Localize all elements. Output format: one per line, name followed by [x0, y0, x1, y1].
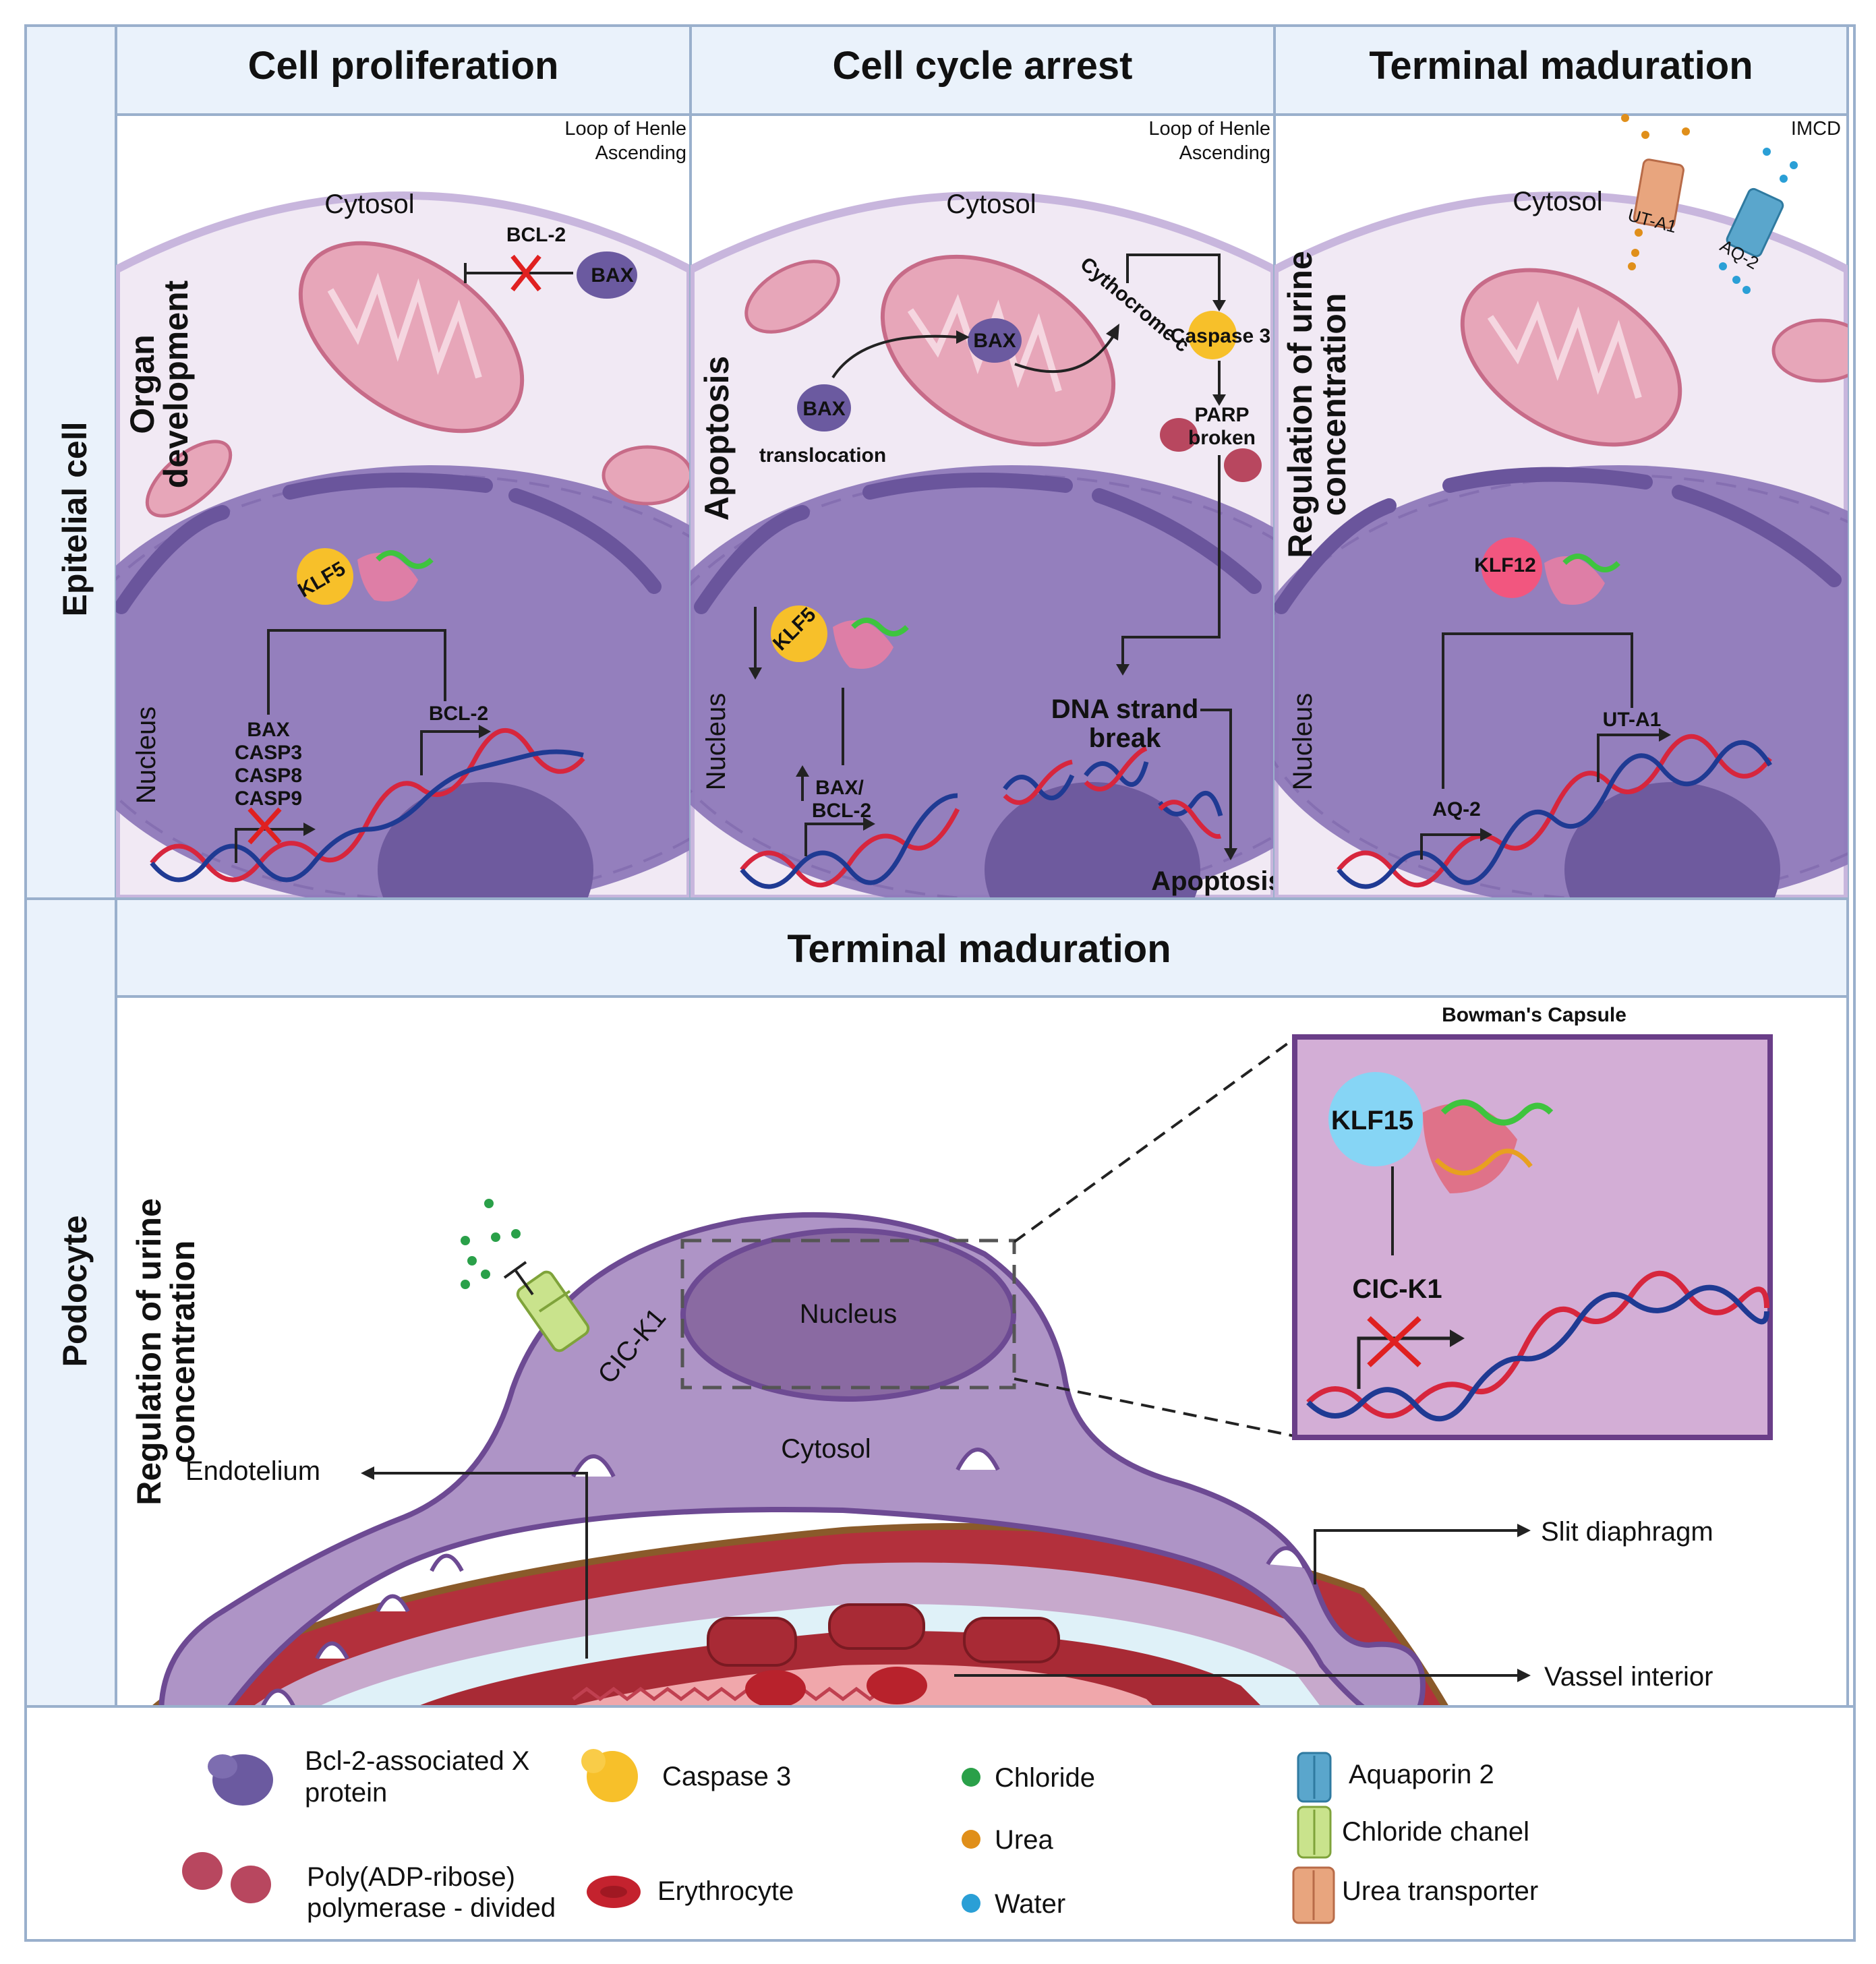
legend-bax-2: protein [305, 1778, 387, 1808]
p2-parp: PARP [1194, 404, 1249, 426]
klf15-label: KLF15 [1331, 1106, 1413, 1135]
legend-parp-icon [182, 1852, 271, 1903]
header-col1-box [115, 24, 692, 116]
p1-region-2: Ascending [595, 142, 686, 164]
p1-bax: BAX [591, 264, 633, 287]
legend-urea-transporter-icon [1292, 1866, 1335, 1924]
legend-urea-transporter: Urea transporter [1342, 1876, 1538, 1906]
legend-aquaporin: Aquaporin 2 [1349, 1760, 1494, 1789]
p2-bax-cyto: BAX [802, 398, 845, 420]
p3-side-1: Regulation of urine [1281, 251, 1319, 558]
legend-urea: Urea [995, 1825, 1053, 1855]
legend-chloride-icon [962, 1768, 980, 1787]
p1-side-2: development [157, 280, 195, 488]
p3-cytosol: Cytosol [1513, 187, 1602, 216]
podocyte-nucleus-label: Nucleus [800, 1299, 898, 1329]
p2-region-2: Ascending [1179, 142, 1270, 164]
legend-chloride-channel: Chloride chanel [1342, 1817, 1529, 1847]
p2-region-1: Loop of Henle [1148, 118, 1270, 140]
legend-chloride-channel-icon [1297, 1806, 1332, 1859]
endotelium-label: Endotelium [185, 1456, 320, 1486]
sidebar [24, 24, 117, 1708]
p1-region-1: Loop of Henle [564, 118, 686, 140]
p1-bcl2-top: BCL-2 [506, 224, 566, 246]
legend-chloride: Chloride [995, 1763, 1095, 1793]
p1-bcl2-gene: BCL-2 [429, 703, 488, 725]
podocyte-nucleus [680, 1228, 1016, 1402]
header-cell-proliferation: Cell proliferation [248, 44, 559, 88]
legend-aquaporin-icon [1297, 1752, 1332, 1803]
podocyte-content [150, 1212, 1449, 1706]
p3-ut-gene: UT-A1 [1603, 709, 1662, 731]
p1-nucleus: Nucleus [131, 707, 161, 804]
p3-aq-gene: AQ-2 [1432, 798, 1481, 821]
legend-bax-icon [208, 1754, 273, 1806]
p2-nucleus: Nucleus [701, 693, 731, 791]
p2-caspase3: Caspase 3 [1171, 325, 1270, 347]
p2-apoptosis: Apoptosis [1151, 866, 1283, 896]
sidebar-podocyte: Podocyte [56, 1215, 94, 1367]
legend-water: Water [995, 1889, 1065, 1919]
inset-gene-label: CIC-K1 [1352, 1274, 1442, 1304]
p3-nucleus: Nucleus [1288, 693, 1318, 791]
legend-caspase: Caspase 3 [662, 1762, 791, 1791]
panel1-content [116, 191, 691, 899]
legend-bax-1: Bcl-2-associated X [305, 1746, 529, 1776]
chloride-dots [461, 1199, 521, 1289]
p3-side-2: concentration [1315, 293, 1353, 516]
header-terminal-maduration: Terminal maduration [1369, 44, 1753, 88]
podo-side-2: concentration [164, 1241, 202, 1464]
sidebar-epithelial: Epitelial cell [56, 421, 94, 616]
chloride-channel-icon [503, 1261, 590, 1352]
slit-diaphragm-label: Slit diaphragm [1541, 1517, 1713, 1547]
legend-parp-2: polymerase - divided [307, 1893, 556, 1923]
p2-bax-bcl2-2: BCL-2 [812, 800, 871, 822]
molecule-dots-p3 [1621, 114, 1798, 294]
p3-klf12: KLF12 [1474, 554, 1536, 576]
podo-side-1: Regulation of urine [130, 1198, 168, 1506]
p2-cytosol: Cytosol [946, 189, 1036, 219]
p2-translocation: translocation [759, 444, 886, 467]
p2-parp-broken: broken [1188, 427, 1256, 449]
podocyte-cytosol: Cytosol [781, 1434, 871, 1464]
p2-side-label: Apoptosis [698, 356, 736, 520]
bowman-title: Bowman's Capsule [1442, 1004, 1626, 1026]
panel3-content [1274, 158, 1848, 899]
vessel-interior-label: Vassel interior [1544, 1662, 1713, 1692]
p1-cytosol: Cytosol [324, 189, 414, 219]
header-cell-cycle-arrest: Cell cycle arrest [833, 44, 1133, 88]
legend-erythrocyte: Erythrocyte [657, 1876, 794, 1906]
header-middle-box [115, 897, 1849, 998]
zoom-box [680, 1239, 1016, 1390]
p1-gene-casp9: CASP9 [235, 787, 302, 810]
legend-parp-1: Poly(ADP-ribose) [307, 1862, 515, 1892]
p2-bax-mito: BAX [973, 330, 1016, 352]
header-col3-box [1273, 24, 1849, 116]
p1-gene-casp3: CASP3 [235, 742, 302, 764]
legend-water-icon [962, 1894, 980, 1913]
legend-urea-icon [962, 1830, 980, 1849]
header-middle: Terminal maduration [787, 927, 1171, 971]
legend-caspase-icon [581, 1749, 638, 1802]
p1-side-1: Organ [123, 334, 161, 434]
p2-bax-bcl2-1: BAX/ [815, 777, 864, 799]
p3-region: IMCD [1791, 118, 1841, 140]
legend-erythrocyte-icon [587, 1876, 641, 1908]
legend [24, 1705, 1856, 1942]
p1-gene-bax: BAX [247, 719, 289, 741]
p2-dna-break-1: DNA strand [1051, 694, 1199, 724]
p1-gene-casp8: CASP8 [235, 765, 302, 787]
klf15-blob [1328, 1072, 1423, 1166]
p2-dna-break-2: break [1089, 723, 1161, 753]
